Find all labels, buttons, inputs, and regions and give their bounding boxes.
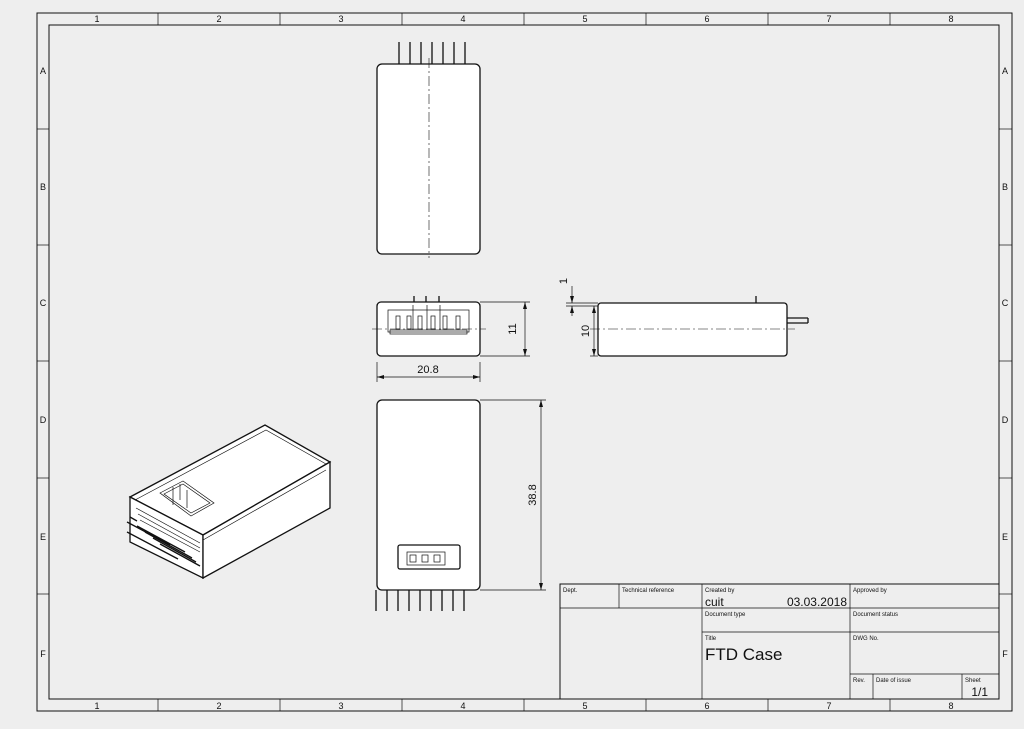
zone-col-8-top: 8 bbox=[948, 14, 953, 24]
zone-col-5-top: 5 bbox=[582, 14, 587, 24]
zone-row-d-right: D bbox=[1002, 415, 1009, 425]
tb-sheet-value: 1/1 bbox=[971, 685, 988, 699]
tb-title-value: FTD Case bbox=[705, 645, 782, 664]
tb-sheet-label: Sheet bbox=[965, 678, 981, 684]
zone-col-3-top: 3 bbox=[338, 14, 343, 24]
zone-col-3-bottom: 3 bbox=[338, 701, 343, 711]
outer-frame bbox=[36, 12, 1013, 712]
zone-col-2-top: 2 bbox=[216, 14, 221, 24]
dim-side-height-label: 10 bbox=[580, 325, 592, 337]
tb-rev-label: Rev. bbox=[853, 678, 865, 684]
zone-col-5-bottom: 5 bbox=[582, 701, 587, 711]
zone-row-a-left: A bbox=[40, 66, 46, 76]
zone-col-6-bottom: 6 bbox=[704, 701, 709, 711]
dim-width-label: 20.8 bbox=[417, 364, 438, 376]
tb-date-issue-label: Date of issue bbox=[876, 678, 912, 684]
top-view bbox=[376, 42, 481, 258]
dim-offset-label: 1 bbox=[558, 278, 570, 284]
zone-row-b-right: B bbox=[1002, 182, 1008, 192]
zone-col-1-top: 1 bbox=[94, 14, 99, 24]
zone-row-c-right: C bbox=[1002, 298, 1009, 308]
tb-created-by-label: Created by bbox=[705, 588, 734, 594]
dim-height-label: 11 bbox=[507, 323, 519, 334]
tb-approved-by-label: Approved by bbox=[853, 588, 887, 594]
tb-created-by-value: cuit bbox=[705, 595, 724, 609]
dimension-width: 20.8 bbox=[376, 362, 481, 382]
dimension-height: 11 bbox=[480, 301, 530, 357]
zone-col-6-top: 6 bbox=[704, 14, 709, 24]
tb-doc-type-label: Document type bbox=[705, 612, 746, 618]
isometric-view bbox=[126, 424, 332, 580]
zone-col-4-top: 4 bbox=[460, 14, 465, 24]
zone-ticks bbox=[37, 13, 1012, 711]
front-view bbox=[372, 296, 486, 357]
tb-created-date: 03.03.2018 bbox=[787, 595, 847, 609]
zone-row-e-left: E bbox=[40, 532, 46, 542]
zone-row-f-right: F bbox=[1002, 649, 1008, 659]
zone-col-2-bottom: 2 bbox=[216, 701, 221, 711]
tb-doc-status-label: Document status bbox=[853, 612, 898, 618]
zone-row-e-right: E bbox=[1002, 532, 1008, 542]
zone-col-4-bottom: 4 bbox=[460, 701, 465, 711]
zone-row-a-right: A bbox=[1002, 66, 1008, 76]
zone-col-7-top: 7 bbox=[826, 14, 831, 24]
tb-tech-ref-label: Technical reference bbox=[622, 588, 675, 594]
title-block bbox=[559, 583, 1000, 700]
tb-title-label: Title bbox=[705, 636, 717, 642]
tb-dwg-no-label: DWG No. bbox=[853, 636, 879, 642]
bottom-view bbox=[375, 399, 481, 611]
zone-col-8-bottom: 8 bbox=[948, 701, 953, 711]
zone-col-1-bottom: 1 bbox=[94, 701, 99, 711]
zone-col-7-bottom: 7 bbox=[826, 701, 831, 711]
side-view bbox=[590, 296, 809, 357]
dimension-side: 1 10 bbox=[558, 278, 598, 357]
zone-row-b-left: B bbox=[40, 182, 46, 192]
dimension-length: 38.8 bbox=[480, 399, 546, 591]
tb-dept-label: Dept. bbox=[563, 588, 578, 594]
dim-length-label: 38.8 bbox=[527, 484, 539, 505]
zone-row-f-left: F bbox=[40, 649, 46, 659]
zone-row-c-left: C bbox=[40, 298, 47, 308]
zone-row-d-left: D bbox=[40, 415, 47, 425]
